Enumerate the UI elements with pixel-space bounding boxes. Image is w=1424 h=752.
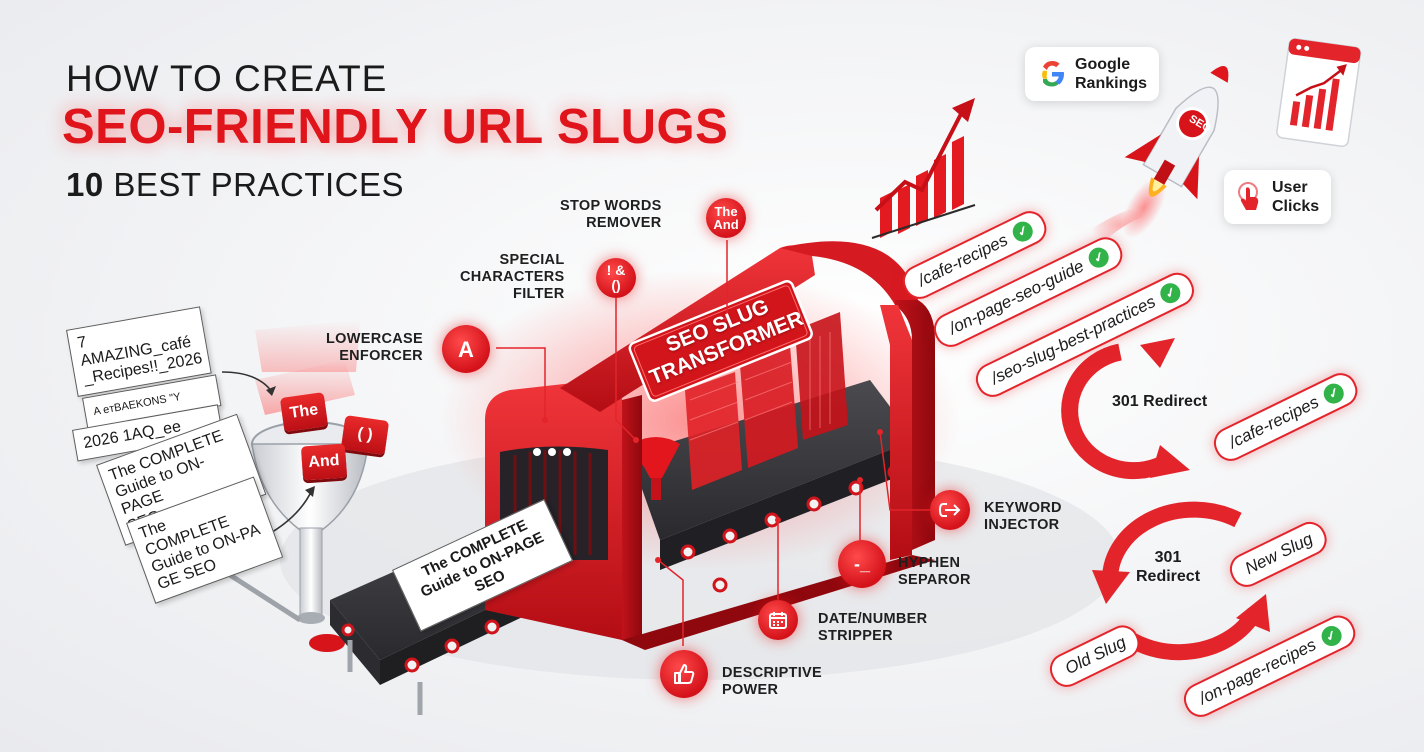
stop-words-icon: The And	[706, 198, 746, 238]
redirect-arrow-icon	[1061, 338, 1190, 480]
title-subtitle: 10 BEST PRACTICES	[66, 166, 404, 204]
label-special-chars: SPECIAL CHARACTERS FILTER	[460, 252, 565, 302]
redirect-label-1: 301 Redirect	[1112, 393, 1208, 410]
check-icon: ✓	[1320, 380, 1348, 407]
label-date: DATE/NUMBER STRIPPER	[818, 611, 928, 644]
check-icon: ✓	[1157, 279, 1185, 307]
funnel-cube-parens: ( )	[340, 415, 390, 455]
check-icon: ✓	[1317, 622, 1345, 650]
google-rankings-label: Google Rankings	[1075, 56, 1148, 92]
calendar-icon	[758, 600, 798, 640]
browser-chart-icon	[1276, 38, 1362, 148]
special-chars-icon: ! & ()	[596, 258, 636, 298]
check-icon: ✓	[1009, 218, 1037, 245]
check-icon: ✓	[1085, 244, 1113, 271]
label-stop-words: STOP WORDS REMOVER	[560, 198, 662, 231]
title-subtitle-text: BEST PRACTICES	[103, 166, 405, 203]
google-rankings-badge: Google Rankings	[1025, 47, 1160, 101]
keyword-arrow-icon	[930, 490, 970, 530]
google-logo-icon	[1042, 61, 1064, 87]
user-clicks-badge: User Clicks	[1224, 170, 1332, 224]
title-main: SEO-FRIENDLY URL SLUGS	[62, 100, 729, 154]
redirect-label-2: 301 Redirect	[1136, 549, 1201, 585]
title-line1: HOW TO CREATE	[66, 58, 388, 99]
funnel-cube-and: And	[300, 443, 348, 481]
thumbs-up-icon	[660, 650, 708, 698]
input-funnel	[228, 320, 369, 652]
label-lowercase: LOWERCASE ENFORCER	[326, 331, 423, 364]
user-clicks-label: User Clicks	[1272, 179, 1320, 215]
rocket-trail	[1090, 205, 1148, 245]
hyphen-icon: -_	[838, 540, 886, 588]
title-number: 10	[66, 166, 104, 203]
label-keyword: KEYWORD INJECTOR	[984, 500, 1062, 533]
funnel-cube-the: The	[279, 392, 329, 432]
growth-chart-icon	[871, 98, 976, 239]
cursor-click-icon	[1238, 182, 1259, 210]
label-hyphen: HYPHEN SEPAROR	[898, 555, 971, 588]
lowercase-icon: A	[442, 325, 490, 373]
label-descriptive: DESCRIPTIVE POWER	[722, 665, 822, 698]
